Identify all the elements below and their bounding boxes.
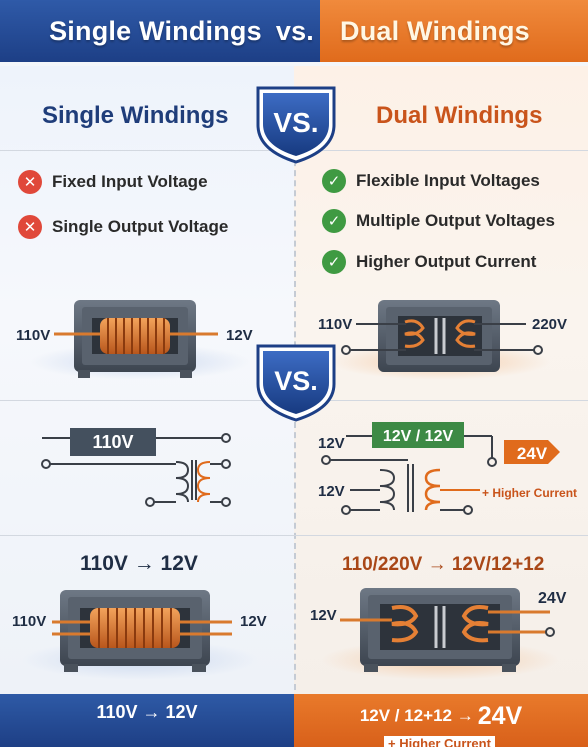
feature-label: Flexible Input Voltages — [356, 171, 540, 190]
divider-line — [0, 535, 588, 536]
transformer3-left-label: 110V — [12, 613, 46, 630]
dual-transformer-illustration — [330, 300, 550, 380]
single-transformer-illustration — [30, 300, 250, 380]
bottom-single-text: 110V → 12V — [96, 702, 198, 722]
feature-label: Single Output Voltage — [52, 217, 229, 236]
transformer4-right-label: 24V — [538, 590, 567, 607]
banner-right-title: Dual Windings — [340, 15, 530, 46]
check-icon: ✓ — [322, 209, 346, 233]
single-input-box: 110V — [92, 432, 133, 452]
vs-shield-icon: VS. — [256, 344, 336, 422]
top-banner: Single Windings vs. Dual Windings — [0, 0, 588, 62]
transformer1-right-label: 12V — [226, 327, 253, 344]
feature-item: ✕ Fixed Input Voltage — [18, 170, 208, 194]
feature-item: ✓ Higher Output Current — [322, 250, 536, 274]
bottom-dual-big: 24V — [477, 702, 523, 730]
vs-badge-text: VS. — [273, 107, 318, 138]
dual-plus-current: + Higher Current — [482, 486, 577, 500]
banner-right: Dual Windings — [320, 0, 588, 62]
banner-left: Single Windings vs. — [0, 0, 320, 62]
transformer3-right-label: 12V — [240, 613, 267, 630]
bottom-bar-single: 110V → 12V — [0, 694, 294, 747]
bottom-bar-dual: 12V / 12+12 → 24V — [294, 694, 588, 747]
middle-vs-text: VS. — [274, 366, 318, 396]
dual-label-bottom: 12V — [318, 483, 345, 500]
bottom-dual-subtext: + Higher Current — [384, 736, 495, 747]
x-icon: ✕ — [18, 215, 42, 239]
bottom-dual-text: 12V / 12+12 → — [359, 706, 474, 725]
transformer2-right-label: 220V — [532, 316, 567, 333]
check-icon: ✓ — [322, 169, 346, 193]
dual-output-badge: 24V — [517, 444, 548, 463]
feature-label: Multiple Output Voltages — [356, 211, 555, 230]
dual-windings-heading: Dual Windings — [376, 102, 543, 129]
single-conversion-label: 110V → 12V — [80, 552, 198, 575]
single-schematic: 110V — [41, 428, 231, 507]
dual-schematic: 12V / 12V 24V — [321, 422, 560, 515]
dual-transformer-illustration — [322, 588, 558, 680]
feature-item: ✕ Single Output Voltage — [18, 215, 228, 239]
single-transformer-illustration — [22, 590, 258, 680]
check-icon: ✓ — [322, 250, 346, 274]
feature-label: Higher Output Current — [356, 252, 537, 271]
vs-shield-icon: VS. — [256, 86, 336, 164]
dual-conversion-label: 110/220V → 12V/12+12 — [342, 554, 545, 575]
banner-left-title: Single Windings — [49, 15, 262, 46]
transformer2-left-label: 110V — [318, 316, 352, 333]
dual-top-box: 12V / 12V — [383, 428, 454, 445]
single-windings-heading: Single Windings — [42, 102, 229, 129]
transformer4-left-label: 12V — [310, 607, 337, 624]
feature-item: ✓ Multiple Output Voltages — [322, 209, 555, 233]
feature-label: Fixed Input Voltage — [52, 172, 208, 191]
banner-vs: vs. — [275, 15, 314, 46]
single-windings-panel — [0, 66, 294, 694]
transformer1-left-label: 110V — [16, 327, 50, 344]
feature-item: ✓ Flexible Input Voltages — [322, 169, 540, 193]
x-icon: ✕ — [18, 170, 42, 194]
dual-label-top: 12V — [318, 435, 345, 452]
